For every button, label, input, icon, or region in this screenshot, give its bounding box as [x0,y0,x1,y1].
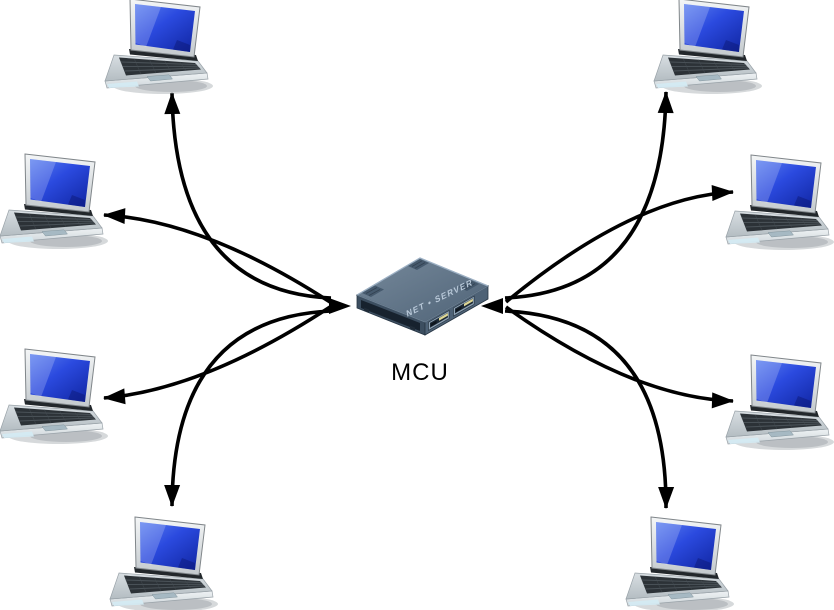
link-mcu-top-left [164,92,332,300]
mcu-arrowhead-left [329,298,351,314]
laptop-bottom-right [625,516,735,610]
connections [103,91,734,509]
mcu-arrowhead-right [481,298,503,314]
mcu-port-module [453,295,475,317]
laptop-top-left [104,0,214,95]
laptop-right-lower [725,354,834,451]
link-mcu-top-right [504,91,674,300]
laptop-left-upper [0,153,109,250]
laptop-left-lower [0,348,109,445]
laptop-bottom-left [109,516,219,610]
mcu-port-module [428,309,450,332]
mcu-device: NET • SERVER [355,257,490,336]
link-mcu-right-upper [504,185,734,304]
link-mcu-right-lower [504,305,734,409]
link-mcu-left-lower [103,305,331,405]
laptop-right-upper [725,154,834,251]
link-mcu-left-upper [103,208,331,304]
mcu-vents [362,259,479,297]
link-mcu-bottom-left [164,309,332,507]
link-mcu-bottom-right [504,309,675,509]
laptop-top-right [653,0,763,95]
mcu-label: MCU [391,359,449,386]
